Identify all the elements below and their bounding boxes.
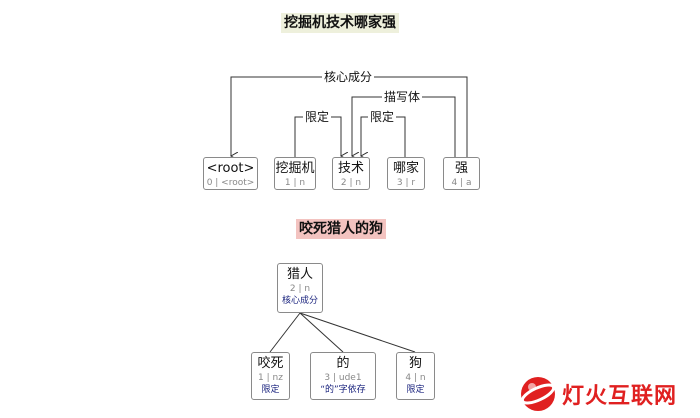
globe-icon: [520, 377, 556, 411]
token-meta: 2 | n: [340, 178, 362, 188]
arc-core: [231, 76, 468, 157]
token-meta: 3 | ude1: [324, 373, 362, 383]
tree-edge-3: [299, 312, 416, 353]
arc-label-modifier-2: 限定: [368, 110, 397, 124]
tree-node-child-3: 狗 4 | n 限定: [396, 352, 435, 400]
arc-label-description: 描写体: [382, 90, 423, 104]
tree-edge-2: [299, 312, 344, 353]
watermark-text: 灯火互联网: [562, 384, 678, 409]
token-meta: 4 | n: [405, 373, 426, 383]
arc-label-core: 核心成分: [322, 70, 375, 84]
token-node-1: 挖掘机 1 | n: [274, 157, 316, 190]
token-word: 的: [336, 356, 350, 371]
token-meta: 0 | <root>: [206, 178, 255, 188]
watermark-logo: 灯火互联网: [518, 374, 696, 414]
relation-label: 核心成分: [281, 296, 318, 306]
token-node-3: 哪家 3 | r: [387, 157, 425, 190]
token-node-4: 强 4 | a: [443, 157, 480, 190]
tree-node-child-1: 咬死 1 | nz 限定: [251, 352, 290, 400]
token-meta: 1 | n: [284, 178, 306, 188]
tree-node-child-2: 的 3 | ude1 “的”字依存: [310, 352, 376, 400]
token-word: 咬死: [257, 356, 284, 371]
diagram-title-2: 咬死猎人的狗: [296, 219, 386, 239]
token-word: 强: [454, 161, 468, 176]
token-meta: 4 | a: [451, 178, 472, 188]
token-word: 挖掘机: [275, 161, 315, 176]
token-meta: 2 | n: [289, 284, 311, 294]
token-word: 猎人: [286, 267, 313, 282]
token-word: 技术: [337, 161, 364, 176]
token-word: 哪家: [392, 161, 419, 176]
diagram-title-1: 挖掘机技术哪家强: [281, 13, 399, 33]
tree-node-root: 猎人 2 | n 核心成分: [277, 263, 323, 313]
arc-label-modifier-1: 限定: [303, 110, 332, 124]
token-meta: 1 | nz: [258, 373, 283, 383]
relation-label: 限定: [406, 385, 425, 395]
token-node-2: 技术 2 | n: [332, 157, 370, 190]
token-word: <root>: [206, 161, 255, 176]
token-meta: 3 | r: [396, 178, 416, 188]
token-node-root: <root> 0 | <root>: [203, 157, 258, 190]
tree-edge-1: [269, 312, 301, 353]
relation-label: “的”字依存: [320, 385, 366, 395]
relation-label: 限定: [261, 385, 280, 395]
token-word: 狗: [408, 356, 422, 371]
arc-description: [352, 96, 456, 157]
